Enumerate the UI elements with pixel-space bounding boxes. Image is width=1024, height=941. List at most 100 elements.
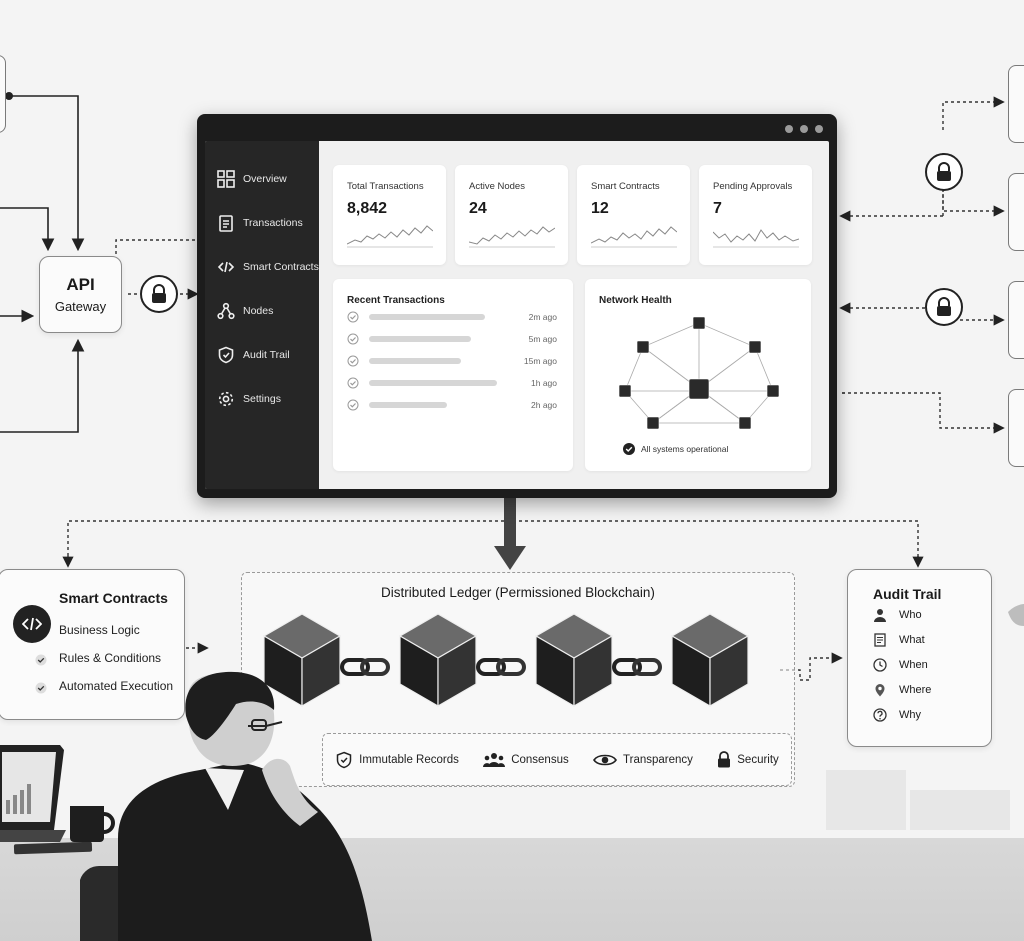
sidebar-item-label: Nodes bbox=[243, 305, 274, 317]
ledger-feature-bar: Immutable Records Consensus Transparency… bbox=[322, 733, 792, 786]
sidebar-item-overview[interactable]: Overview bbox=[205, 157, 319, 201]
user-icon bbox=[874, 608, 886, 622]
audit-item-label: When bbox=[899, 658, 928, 671]
sparkline-icon bbox=[591, 226, 677, 248]
window-controls bbox=[785, 125, 823, 133]
sidebar: Overview Transactions Smart Contracts No… bbox=[205, 141, 319, 489]
right-stub-box bbox=[1008, 65, 1024, 143]
stat-label: Total Transactions bbox=[347, 181, 424, 192]
placeholder-bar bbox=[369, 380, 497, 386]
audit-item-why: Why bbox=[873, 702, 991, 727]
code-icon bbox=[217, 261, 235, 273]
placeholder-bar bbox=[369, 314, 485, 320]
audit-item-label: Where bbox=[899, 683, 932, 696]
nodes-icon bbox=[217, 302, 235, 320]
gear-icon bbox=[218, 391, 234, 407]
sidebar-item-settings[interactable]: Settings bbox=[205, 377, 319, 421]
smart-contracts-item: Rules & Conditions bbox=[59, 651, 162, 665]
table-row[interactable]: 1h ago bbox=[347, 372, 573, 394]
stat-label: Active Nodes bbox=[469, 181, 525, 192]
sidebar-item-label: Overview bbox=[243, 173, 287, 185]
smart-contracts-box: Smart Contracts Business Logic Rules & C… bbox=[0, 569, 185, 720]
network-graph bbox=[618, 316, 780, 430]
panel-title: Recent Transactions bbox=[347, 295, 445, 306]
audit-trail-box: Audit Trail Who What When Where Why bbox=[847, 569, 992, 747]
shield-check-icon bbox=[336, 751, 352, 768]
table-row[interactable]: 15m ago bbox=[347, 350, 573, 372]
sidebar-item-smart-contracts[interactable]: Smart Contracts bbox=[205, 245, 319, 289]
status-text: All systems operational bbox=[641, 444, 729, 454]
dashboard-main: Total Transactions 8,842 Active Nodes 24… bbox=[319, 141, 829, 489]
sidebar-item-audit-trail[interactable]: Audit Trail bbox=[205, 333, 319, 377]
pin-icon bbox=[875, 683, 885, 696]
stat-label: Pending Approvals bbox=[713, 181, 793, 192]
stat-card-smart-contracts[interactable]: Smart Contracts 12 bbox=[577, 165, 690, 265]
right-stub-box bbox=[1008, 281, 1024, 359]
feature-label: Immutable Records bbox=[359, 753, 459, 766]
api-gateway-subtitle: Gateway bbox=[54, 299, 107, 314]
table-row[interactable]: 5m ago bbox=[347, 328, 573, 350]
audit-item-what: What bbox=[873, 627, 991, 652]
stat-row: Total Transactions 8,842 Active Nodes 24… bbox=[333, 165, 815, 265]
check-icon bbox=[347, 399, 359, 411]
dashboard-monitor: Overview Transactions Smart Contracts No… bbox=[197, 114, 837, 498]
audit-item-label: Who bbox=[899, 608, 922, 621]
tx-time: 1h ago bbox=[531, 378, 557, 388]
placeholder-bar bbox=[369, 358, 461, 364]
feature-transparency: Transparency bbox=[593, 753, 693, 767]
distributed-ledger-panel: Distributed Ledger (Permissioned Blockch… bbox=[241, 572, 795, 787]
lock-icon bbox=[925, 153, 963, 191]
stat-value: 24 bbox=[469, 200, 487, 217]
table-row[interactable]: 2m ago bbox=[347, 306, 573, 328]
table-row[interactable]: 2h ago bbox=[347, 394, 573, 416]
panel-title: Network Health bbox=[599, 295, 672, 306]
audit-item-label: What bbox=[899, 633, 925, 646]
dashboard-screen: Overview Transactions Smart Contracts No… bbox=[205, 141, 829, 489]
check-icon bbox=[347, 377, 359, 389]
check-icon bbox=[347, 355, 359, 367]
stat-card-active-nodes[interactable]: Active Nodes 24 bbox=[455, 165, 568, 265]
smart-contracts-title: Smart Contracts bbox=[59, 590, 168, 606]
check-icon bbox=[347, 333, 359, 345]
placeholder-bar bbox=[369, 402, 447, 408]
audit-trail-title: Audit Trail bbox=[873, 586, 942, 602]
sidebar-item-label: Audit Trail bbox=[243, 349, 290, 361]
tx-time: 15m ago bbox=[523, 356, 557, 366]
shield-icon bbox=[218, 346, 234, 364]
sidebar-item-nodes[interactable]: Nodes bbox=[205, 289, 319, 333]
right-stub-box bbox=[1008, 173, 1024, 251]
stat-value: 12 bbox=[591, 200, 609, 217]
stat-card-total-transactions[interactable]: Total Transactions 8,842 bbox=[333, 165, 446, 265]
clipboard-icon bbox=[219, 215, 233, 232]
tx-time: 5m ago bbox=[528, 334, 557, 344]
feature-security: Security bbox=[717, 751, 779, 768]
sidebar-item-transactions[interactable]: Transactions bbox=[205, 201, 319, 245]
clock-icon bbox=[873, 657, 887, 672]
smart-contracts-item: Business Logic bbox=[59, 623, 140, 637]
check-circle-icon bbox=[623, 443, 635, 455]
sparkline-icon bbox=[469, 226, 555, 248]
grid-icon bbox=[217, 170, 235, 188]
feature-consensus: Consensus bbox=[483, 752, 569, 768]
status-line: All systems operational bbox=[623, 443, 728, 455]
laptop-icon bbox=[0, 745, 66, 842]
stat-value: 8,842 bbox=[347, 200, 388, 217]
api-gateway-title: API bbox=[66, 275, 95, 294]
network-health-panel: Network Health bbox=[585, 279, 811, 471]
stat-value: 7 bbox=[713, 200, 722, 217]
check-icon bbox=[35, 654, 47, 666]
check-icon bbox=[35, 682, 47, 694]
document-icon bbox=[874, 632, 886, 647]
sidebar-item-label: Smart Contracts bbox=[243, 261, 319, 273]
audit-item-who: Who bbox=[873, 602, 991, 627]
feature-immutable-records: Immutable Records bbox=[335, 751, 459, 769]
stat-card-pending-approvals[interactable]: Pending Approvals 7 bbox=[699, 165, 812, 265]
sidebar-item-label: Settings bbox=[243, 393, 281, 405]
mug-icon bbox=[70, 806, 115, 842]
tx-time: 2h ago bbox=[531, 400, 557, 410]
code-icon bbox=[13, 605, 51, 643]
panel-row: Recent Transactions 2m ago 5m ago bbox=[333, 279, 815, 471]
sparkline-icon bbox=[713, 229, 799, 248]
recent-transactions-panel: Recent Transactions 2m ago 5m ago bbox=[333, 279, 573, 471]
